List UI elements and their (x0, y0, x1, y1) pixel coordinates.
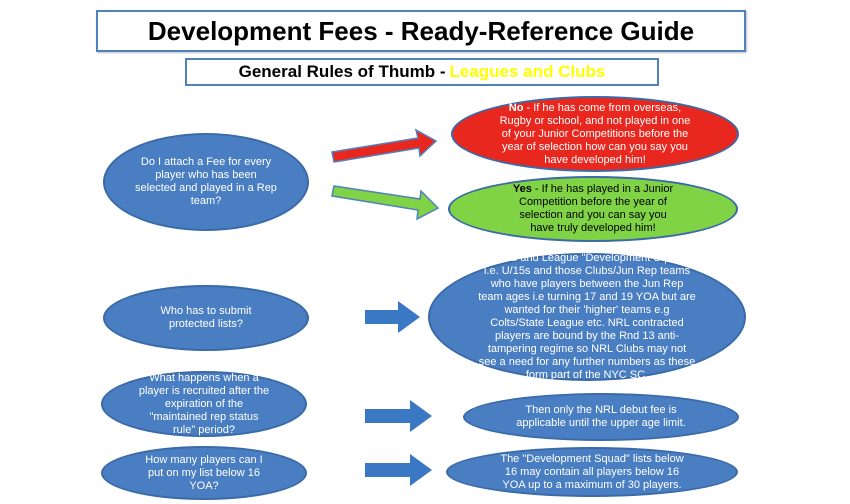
answer-no-label: No (508, 101, 524, 114)
answer-yes-body: - If he has played in a Junior Competiti… (519, 183, 674, 234)
question-fee-ellipse: Do I attach a Fee for every player who h… (103, 133, 309, 231)
blue-arrow-q3 (365, 400, 432, 432)
answer-yes-text: Yes - If he has played in a Junior Compe… (508, 183, 678, 235)
answer-protected-lists-ellipse: All Club and League "Development Squads"… (428, 252, 746, 381)
answer-protected-lists-text: All Club and League "Development Squads"… (478, 252, 696, 381)
blue-arrow-q4 (365, 454, 432, 486)
question-players-below-16-text: How many players can I put on my list be… (145, 453, 263, 492)
question-protected-lists-ellipse: Who has to submit protected lists? (103, 285, 309, 351)
page-title-text: Development Fees - Ready-Reference Guide (147, 15, 695, 46)
answer-debut-fee-text: Then only the NRL debut fee is applicabl… (516, 404, 686, 429)
answer-no-body: - If he has come from overseas, Rugby or… (499, 101, 691, 166)
answer-no-ellipse: No - If he has come from overseas, Rugby… (451, 96, 739, 172)
subtitle: General Rules of Thumb - Leagues and Clu… (185, 58, 659, 86)
subtitle-main: General Rules of Thumb - (238, 62, 446, 81)
question-protected-lists-text: Who has to submit protected lists? (160, 305, 252, 330)
question-players-below-16-ellipse: How many players can I put on my list be… (101, 446, 307, 500)
question-recruited-ellipse: What happens when a player is recruited … (101, 371, 307, 437)
question-fee-text: Do I attach a Fee for every player who h… (135, 156, 277, 207)
subtitle-highlight: Leagues and Clubs (449, 62, 606, 81)
answer-development-squad-ellipse: The "Development Squad" lists below 16 m… (446, 447, 738, 497)
answer-yes-ellipse: Yes - If he has played in a Junior Compe… (448, 176, 738, 242)
question-recruited-text: What happens when a player is recruited … (138, 371, 270, 436)
answer-no-text: No - If he has come from overseas, Rugby… (497, 102, 693, 167)
answer-debut-fee-ellipse: Then only the NRL debut fee is applicabl… (463, 393, 739, 441)
page-title: Development Fees - Ready-Reference Guide (96, 10, 746, 52)
red-arrow (331, 128, 438, 163)
answer-yes-label: Yes (512, 183, 532, 195)
green-arrow (331, 185, 440, 221)
answer-development-squad-text: The "Development Squad" lists below 16 m… (500, 452, 684, 491)
blue-arrow-q2 (365, 301, 420, 333)
